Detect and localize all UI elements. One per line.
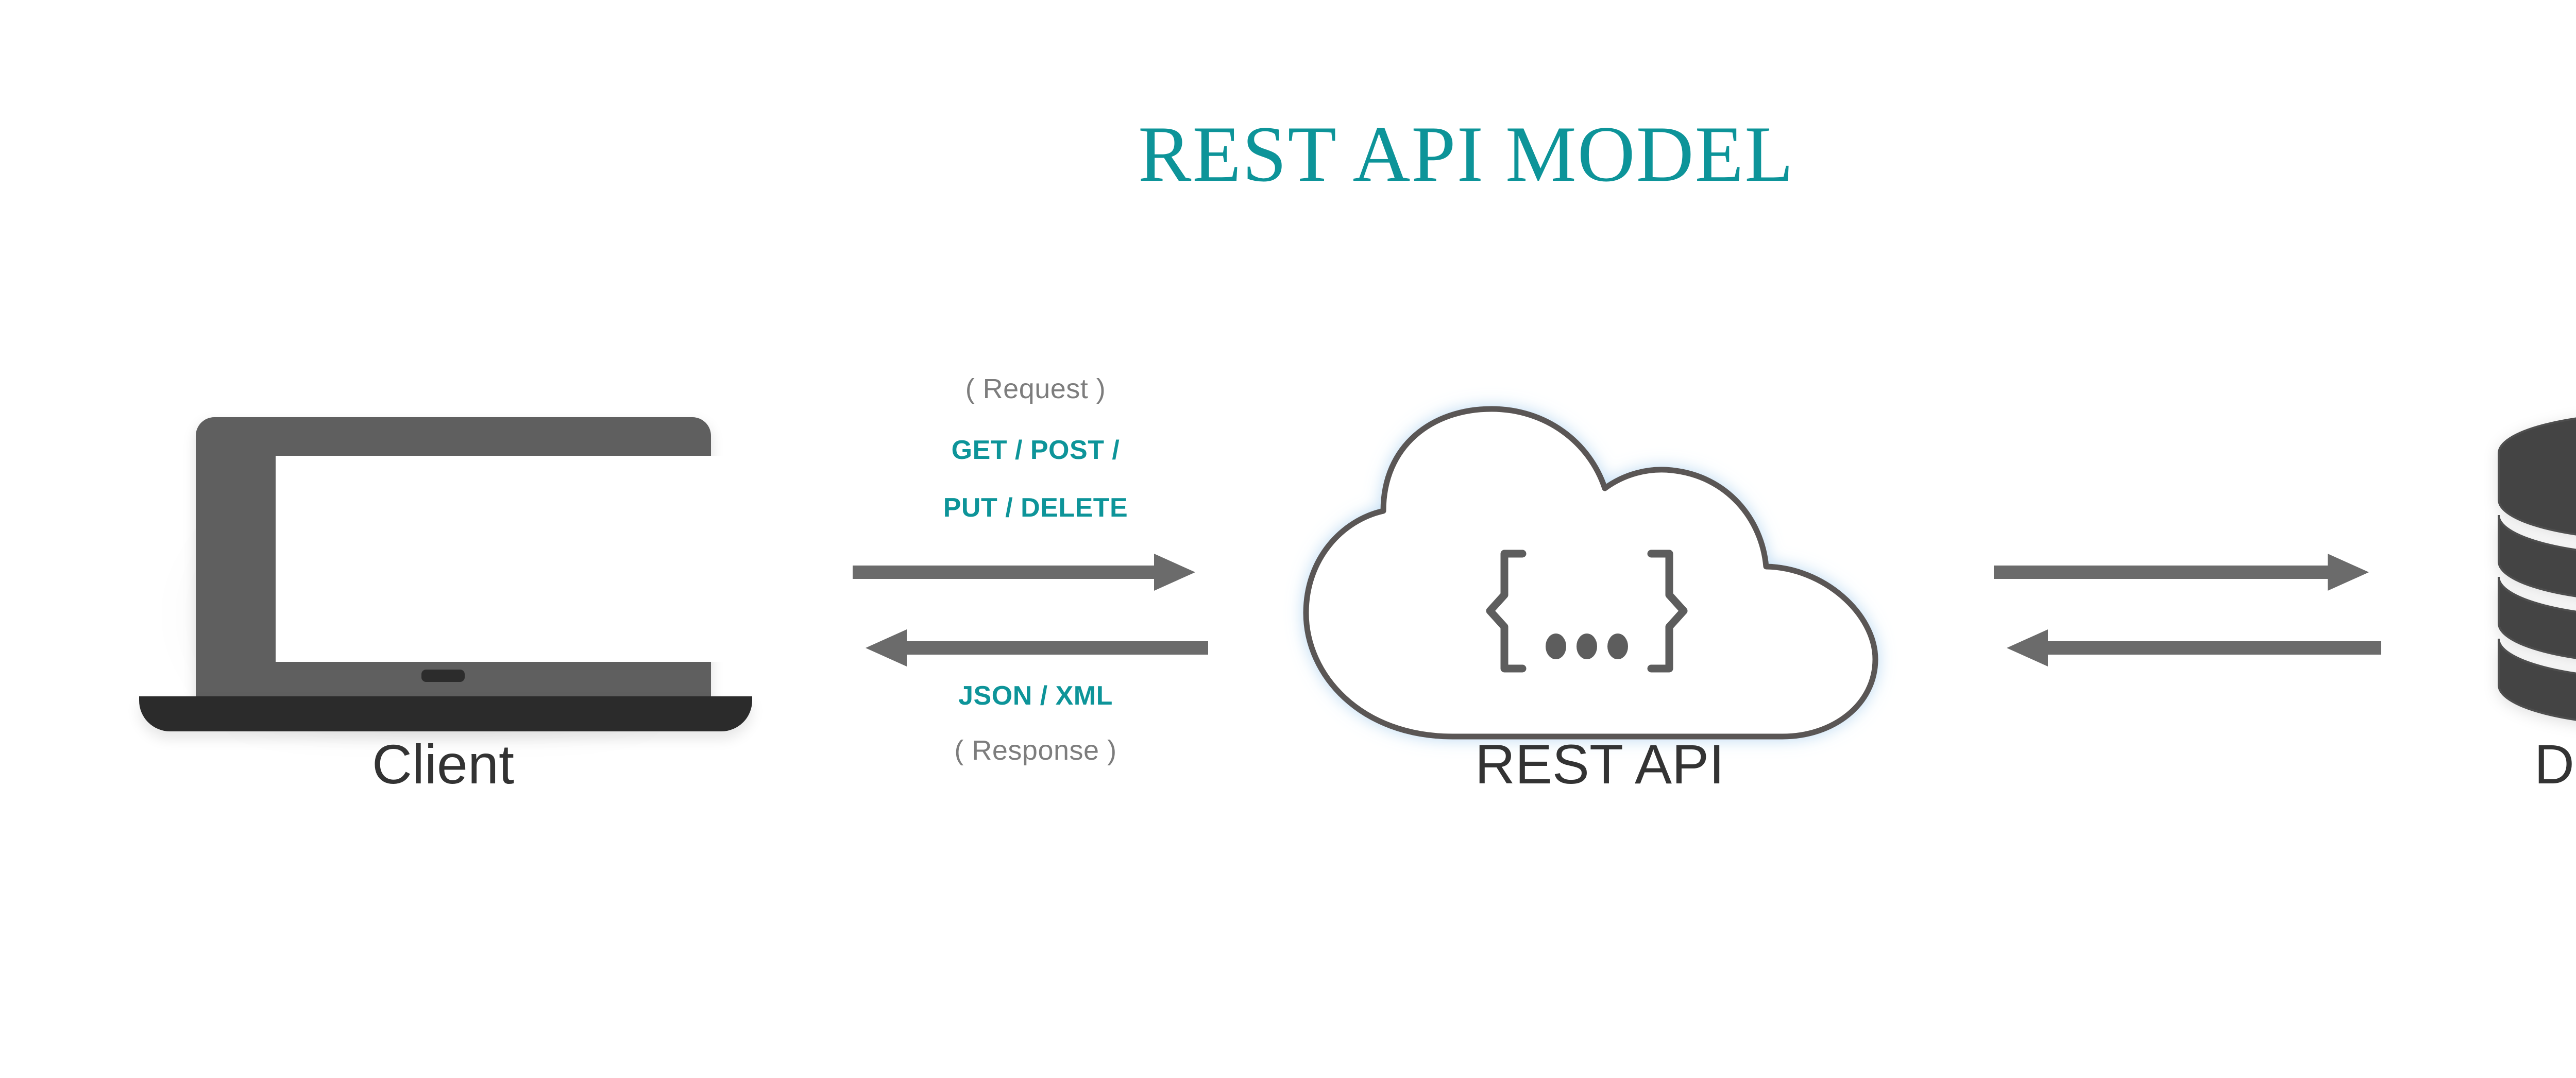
node-rest-api[interactable]: REST API <box>1278 402 1922 792</box>
db-disc-2 <box>2498 515 2576 597</box>
http-methods-line-1: GET / POST / <box>951 435 1120 465</box>
page-title: REST API MODEL <box>1138 110 1794 198</box>
node-database[interactable]: Database <box>2488 407 2576 792</box>
db-disc-3 <box>2498 576 2576 659</box>
laptop-screen <box>276 456 744 662</box>
arrow-right-icon <box>853 554 1195 591</box>
db-disc-1 <box>2498 417 2576 536</box>
arrow-right-icon <box>1994 554 2369 591</box>
connector-arrows-right <box>1994 554 2381 666</box>
arrow-left-icon <box>2007 629 2381 666</box>
node-label-database: Database <box>2534 733 2576 795</box>
node-label-rest-api: REST API <box>1475 733 1725 795</box>
cloud-icon <box>1303 406 1878 740</box>
connector-api-database <box>1978 361 2411 783</box>
node-client[interactable]: Client <box>139 412 752 792</box>
arrow-left-icon <box>866 629 1208 666</box>
laptop-icon <box>196 417 744 706</box>
http-methods-line-2: PUT / DELETE <box>943 493 1128 523</box>
laptop-trackpad-notch <box>421 670 465 682</box>
curly-braces-icon <box>1486 550 1688 673</box>
response-format: JSON / XML <box>958 681 1113 711</box>
response-caption: ( Response ) <box>954 735 1117 766</box>
ellipsis-dots-icon <box>1546 634 1628 659</box>
node-label-client: Client <box>371 733 515 795</box>
connector-client-api: ( Request ) GET / POST / PUT / DELETE JS… <box>835 361 1236 783</box>
request-caption: ( Request ) <box>965 373 1106 404</box>
cloud-shape <box>1303 406 1878 740</box>
connector-arrows-left <box>853 554 1208 666</box>
db-disc-4 <box>2498 638 2576 721</box>
laptop-base <box>139 696 752 731</box>
database-cylinder-icon <box>2498 417 2576 721</box>
